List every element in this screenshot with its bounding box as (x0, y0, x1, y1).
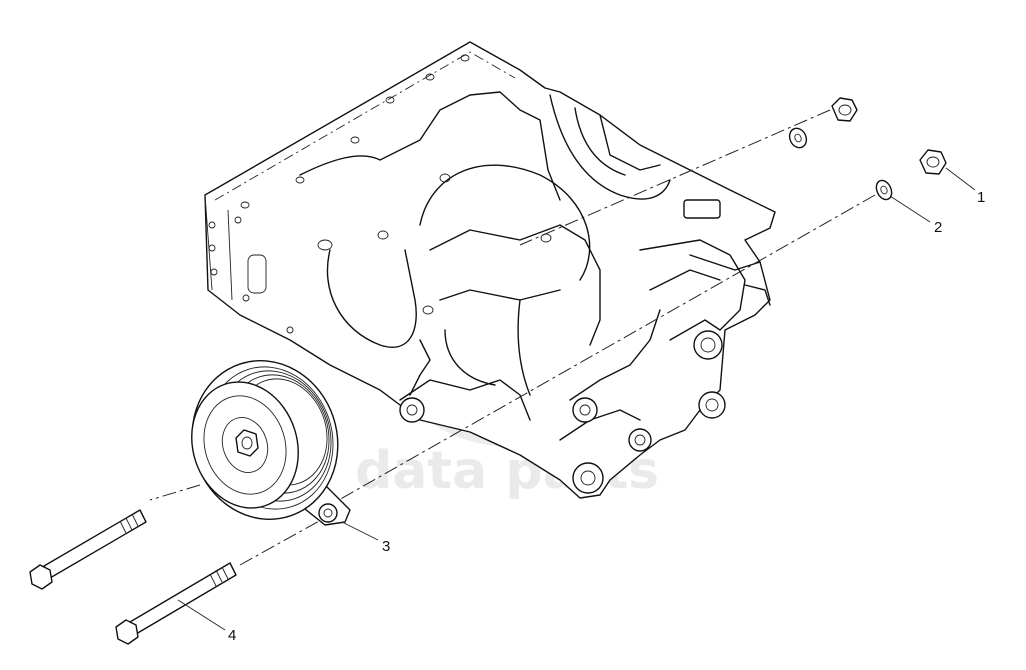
washer-icon (875, 179, 893, 201)
assembly-axis-lines (149, 109, 876, 566)
callout-4: 4 (228, 627, 236, 644)
washer-icon-upper (788, 127, 808, 149)
callout-2: 2 (934, 219, 942, 236)
bolt-icon (29, 509, 237, 645)
callout-1: 1 (977, 189, 985, 206)
leader-lines (177, 167, 976, 631)
nut-icon (919, 149, 947, 175)
idler-pulley-icon (191, 360, 351, 526)
callout-3: 3 (382, 538, 390, 555)
engine-block-icon (204, 41, 776, 499)
nut-icon-upper (831, 97, 858, 122)
